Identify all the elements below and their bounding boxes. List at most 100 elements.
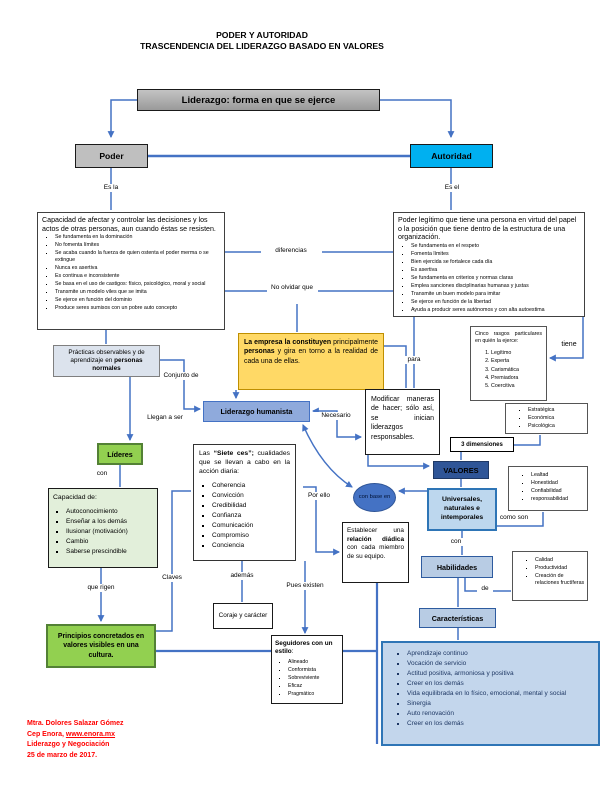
dimensiones-box: EstratégicaEconómicaPsicológica — [505, 403, 588, 434]
list-item: Actitud positiva, armoniosa y positiva — [407, 670, 590, 678]
list-item: Se acaba cuando la fuerza de quien osten… — [55, 250, 220, 263]
page-title: PODER Y AUTORIDAD TRASCENDENCIA DEL LIDE… — [42, 30, 482, 51]
list-item: Enseñar a los demás — [66, 518, 153, 526]
list-item: Creer en los demás — [407, 720, 590, 728]
list-item: No fomenta límites — [55, 242, 220, 249]
page-title-line2: TRASCENDENCIA DEL LIDERAZGO BASADO EN VA… — [140, 40, 384, 51]
capacidad-list: AutoconocimientoEnseñar a los demásIlusi… — [53, 508, 153, 556]
list-item: Aprendizaje continuo — [407, 650, 590, 658]
practicas-bold: personas normales — [92, 357, 143, 372]
list-item: Premiadora — [491, 375, 542, 382]
page-title-line1: PODER Y AUTORIDAD — [216, 30, 308, 40]
list-item: Psicológica — [528, 423, 585, 430]
list-item: Transmite un modelo viles que se imita — [55, 289, 220, 296]
footer-org: Cep Enora, www.enora.mx — [27, 730, 197, 741]
label-es-el: Es el — [437, 184, 467, 192]
lealtad-box: LealtadHonestidadConfiabilidadresponsabi… — [508, 466, 588, 511]
label-con-right: con — [444, 538, 468, 546]
list-item: Eficaz — [288, 683, 339, 690]
list-item: Convicción — [212, 492, 290, 500]
footer-link[interactable]: www.enora.mx — [65, 730, 116, 738]
lealtad-list: LealtadHonestidadConfiabilidadresponsabi… — [517, 472, 585, 503]
capacidad-box: Capacidad de: AutoconocimientoEnseñar a … — [48, 488, 158, 568]
footer-course: Liderazgo y Negociación — [27, 741, 110, 748]
footer-date: 25 de marzo de 2017. — [27, 751, 98, 759]
node-habilidades: Habilidades — [421, 556, 493, 578]
empresa-box: La empresa la constituyen principalmente… — [238, 333, 384, 390]
empresa-bold1: La empresa la constituyen — [244, 339, 332, 346]
list-item: Se fundamenta en la dominación — [55, 234, 220, 241]
label-diferencias: diferencias — [275, 247, 307, 254]
list-item: Vocación de servicio — [407, 660, 590, 668]
list-item: Compromiso — [212, 532, 290, 540]
node-lideres: Líderes — [97, 443, 143, 465]
label-es-la: Es la — [96, 184, 126, 192]
list-item: Es asertiva — [411, 267, 580, 274]
list-item: Autoconocimiento — [66, 508, 153, 516]
list-item: Emplea sanciones disciplinarias humanas … — [411, 283, 580, 290]
list-item: Auto renovación — [407, 710, 590, 718]
siete-ces-box: Las “Siete ces”; cualidades que se lleva… — [193, 444, 296, 561]
modificar-box: Modificar maneras de hacer; sólo así, se… — [365, 389, 440, 455]
capacidad-title: Capacidad de: — [53, 494, 97, 501]
list-item: Coercitiva — [491, 383, 542, 390]
caracteristicas-list-box: Aprendizaje continuoVocación de servicio… — [381, 641, 600, 746]
list-item: Confianza — [212, 512, 290, 520]
tres-dimensiones-box: 3 dimensiones — [450, 437, 514, 452]
list-item: Conciencia — [212, 542, 290, 550]
poder-definition-intro: Capacidad de afectar y controlar las dec… — [42, 216, 216, 233]
label-ademas: además — [224, 572, 260, 580]
node-liderazgo-humanista: Liderazgo humanista — [203, 401, 310, 422]
poder-definition-list: Se fundamenta en la dominaciónNo fomenta… — [42, 234, 220, 312]
list-item: Confiabilidad — [531, 488, 585, 495]
label-llegan-a-ser: Llegan a ser — [147, 414, 183, 421]
label-conjunto-de: Conjunto de — [160, 372, 202, 380]
list-item: Creer en los demás — [407, 680, 590, 688]
label-por-ello: Por ello — [306, 492, 332, 500]
establecer-text1: Establecer una — [347, 527, 404, 534]
autoridad-definition-list: Se fundamenta en el respetoFomenta límit… — [398, 243, 580, 314]
list-item: Alineado — [288, 659, 339, 666]
list-item: Fomenta límites — [411, 251, 580, 258]
list-item: Credibilidad — [212, 502, 290, 510]
list-item: Se fundamenta en el respeto — [411, 243, 580, 250]
list-item: Bien ejercida se fortalece cada día — [411, 259, 580, 266]
list-item: responsabilidad — [531, 496, 585, 503]
list-item: Productividad — [535, 565, 585, 572]
caracteristicas-list: Aprendizaje continuoVocación de servicio… — [391, 650, 590, 728]
list-item: Nunca es asertiva — [55, 265, 220, 272]
siete-ces-list: CoherenciaConvicciónCredibilidadConfianz… — [199, 482, 290, 550]
list-item: Se ejerce en función de la libertad — [411, 299, 580, 306]
empresa-text2: y gira en torno a la realidad de cada un… — [244, 348, 378, 365]
list-item: Vida equilibrada en lo físico, emocional… — [407, 690, 590, 698]
label-que-rigen: que rigen — [87, 584, 115, 592]
list-item: Se fundamenta en criterios y normas clar… — [411, 275, 580, 282]
label-con-left: con — [96, 470, 108, 477]
list-item: Es continua e inconsistente — [55, 273, 220, 280]
list-item: Lealtad — [531, 472, 585, 479]
list-item: Carismática — [491, 367, 542, 374]
establecer-box: Establecer una relación diádica con cada… — [342, 522, 409, 583]
label-necesario: Necesario — [314, 412, 358, 420]
practicas-text: Prácticas observables y de aprendizaje e… — [68, 349, 145, 364]
calidad-box: CalidadProductividadCreación de relacion… — [512, 551, 588, 601]
label-como-son: como son — [499, 514, 529, 521]
coraje-box: Coraje y carácter — [213, 603, 273, 629]
list-item: Ilusionar (motivación) — [66, 528, 153, 536]
node-caracteristicas: Características — [419, 608, 496, 628]
list-item: Pragmático — [288, 691, 339, 698]
footer-org-name: Cep Enora, — [27, 730, 64, 738]
node-valores: VALORES — [433, 461, 489, 479]
cinco-rasgos-box: Cinco rasgos particulares en quién la ej… — [470, 326, 547, 401]
cinco-rasgos-list: LegítimoExpertaCarismáticaPremiadoraCoer… — [475, 350, 542, 390]
node-autoridad: Autoridad — [410, 144, 493, 168]
autoridad-definition-intro: Poder legítimo que tiene una persona en … — [398, 216, 577, 241]
seguidores-box: Seguidores con un estilo: AlineadoConfor… — [271, 635, 343, 704]
establecer-text2: con cada miembro de su equipo. — [347, 544, 404, 560]
list-item: Saberse prescindible — [66, 548, 153, 556]
list-item: Transmite un buen modelo para imitar — [411, 291, 580, 298]
footer-credits: Mtra. Dolores Salazar Gómez Cep Enora, w… — [27, 719, 197, 761]
list-item: Honestidad — [531, 480, 585, 487]
list-item: Produce seres sumisos con un pobre auto … — [55, 305, 220, 312]
